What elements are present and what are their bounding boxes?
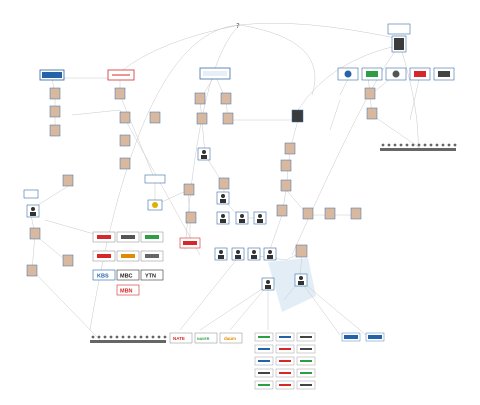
- audience-row-right: [380, 143, 457, 151]
- audience-row-left: [90, 335, 167, 343]
- org-logo-left-2: [107, 69, 135, 81]
- portal-logo-row: [169, 332, 243, 344]
- service-logo-marks: [258, 335, 382, 386]
- broadcaster-logo-mbc: MBC: [120, 274, 133, 280]
- highlight-zone: [268, 258, 316, 312]
- broadcaster-logo-mbn: MBN: [120, 289, 133, 295]
- org-logo-center: [199, 67, 231, 80]
- anonymous-person-icons: [26, 147, 308, 291]
- person-photos: [26, 87, 378, 277]
- center-left-logos: [23, 174, 201, 249]
- portal-logo-daum: daum: [224, 336, 236, 341]
- top-right-hub: [387, 23, 411, 53]
- right-org-row: [337, 67, 455, 81]
- broadcaster-block: [92, 231, 164, 296]
- org-logo-left: [39, 69, 65, 81]
- broadcaster-logo-kbs: KBS: [97, 274, 109, 280]
- broadcaster-logo-ytn: YTN: [145, 274, 156, 280]
- portal-logo-nate: NATE: [173, 336, 185, 341]
- top-marker: ?: [236, 22, 240, 30]
- portal-logo-naver: NAVER: [197, 337, 210, 341]
- service-logo-grid: [254, 332, 385, 390]
